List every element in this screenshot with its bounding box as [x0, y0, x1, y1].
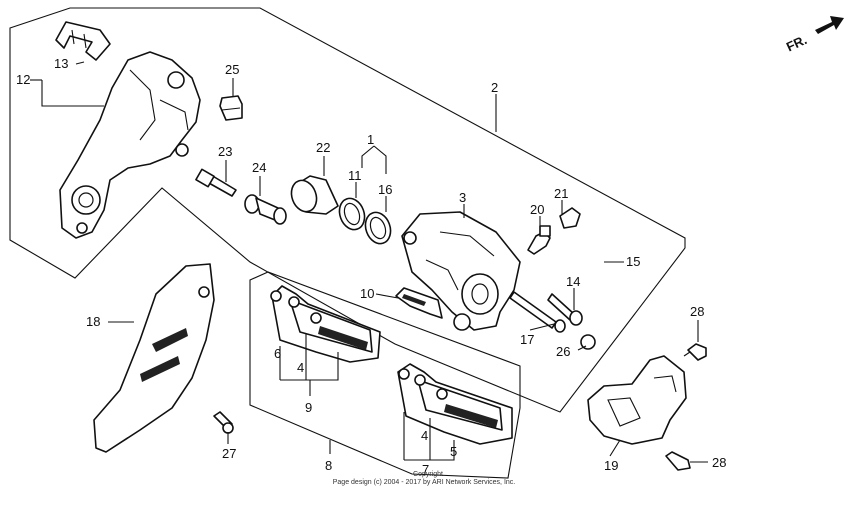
direction-label: FR.	[784, 32, 809, 54]
callout-7: 7	[422, 462, 429, 477]
brake-pad-upper	[270, 285, 381, 363]
caliper-guard	[93, 263, 215, 453]
callout-10: 10	[360, 286, 374, 301]
callout-11: 11	[348, 168, 362, 183]
callout-19: 19	[604, 458, 618, 473]
pad-set-outline	[249, 271, 521, 479]
copyright-line-1: Copyright	[413, 471, 443, 478]
stopper-bracket	[587, 355, 687, 445]
callout-4-upper: 4	[297, 360, 304, 375]
brake-pad-lower	[397, 363, 513, 445]
callout-3: 3	[459, 190, 466, 205]
callout-28-upper: 28	[690, 304, 704, 319]
dust-seal	[364, 211, 392, 245]
piston-seal	[338, 197, 366, 231]
callout-15: 15	[626, 254, 640, 269]
callout-17: 17	[520, 332, 534, 347]
callout-23: 23	[218, 144, 232, 159]
callout-28-lower: 28	[712, 455, 726, 470]
slide-pin-a	[195, 168, 237, 197]
bracket-bolt-lower	[665, 451, 691, 471]
caliper-piston	[290, 175, 339, 215]
leader-lines	[30, 61, 708, 463]
assembly-outline	[9, 7, 686, 413]
callout-20: 20	[530, 202, 544, 217]
front-direction-indicator: FR.	[784, 16, 844, 54]
callout-27: 27	[222, 446, 236, 461]
callout-16: 16	[378, 182, 392, 197]
callout-14: 14	[566, 274, 580, 289]
callout-12: 12	[16, 72, 30, 87]
callout-24: 24	[252, 160, 266, 175]
caliper-body	[401, 211, 521, 331]
callout-25: 25	[225, 62, 239, 77]
bracket-bolt-upper	[683, 343, 707, 361]
callout-21: 21	[554, 186, 568, 201]
caliper-bracket	[59, 51, 201, 239]
retainer-clip	[55, 21, 111, 61]
callout-labels: 1 2 3 4 4 5 6 7 8 9 10 11 12 13 14 15 16…	[16, 56, 726, 477]
callout-22: 22	[316, 140, 330, 155]
pad-pin-long	[509, 291, 566, 333]
callout-6: 6	[274, 346, 281, 361]
bleeder-cap	[559, 207, 581, 229]
copyright-line-2: Page design (c) 2004 - 2017 by ARI Netwo…	[333, 479, 516, 486]
callout-13: 13	[54, 56, 68, 71]
guard-screw	[213, 411, 234, 434]
copyright-notice: Copyright Page design (c) 2004 - 2017 by…	[333, 471, 516, 486]
callout-2: 2	[491, 80, 498, 95]
direction-arrow-icon	[815, 16, 844, 34]
pad-pin	[547, 293, 583, 326]
callout-18: 18	[86, 314, 100, 329]
callout-5: 5	[450, 444, 457, 459]
bleeder-valve	[527, 225, 551, 255]
slide-pin-b	[244, 194, 287, 225]
callout-4-lower: 4	[421, 428, 428, 443]
pad-spring	[395, 287, 443, 319]
callout-9: 9	[305, 400, 312, 415]
callout-26: 26	[556, 344, 570, 359]
pin-plug	[580, 334, 596, 350]
callout-8: 8	[325, 458, 332, 473]
bleeder-plug	[219, 95, 243, 121]
callout-1: 1	[367, 132, 374, 147]
